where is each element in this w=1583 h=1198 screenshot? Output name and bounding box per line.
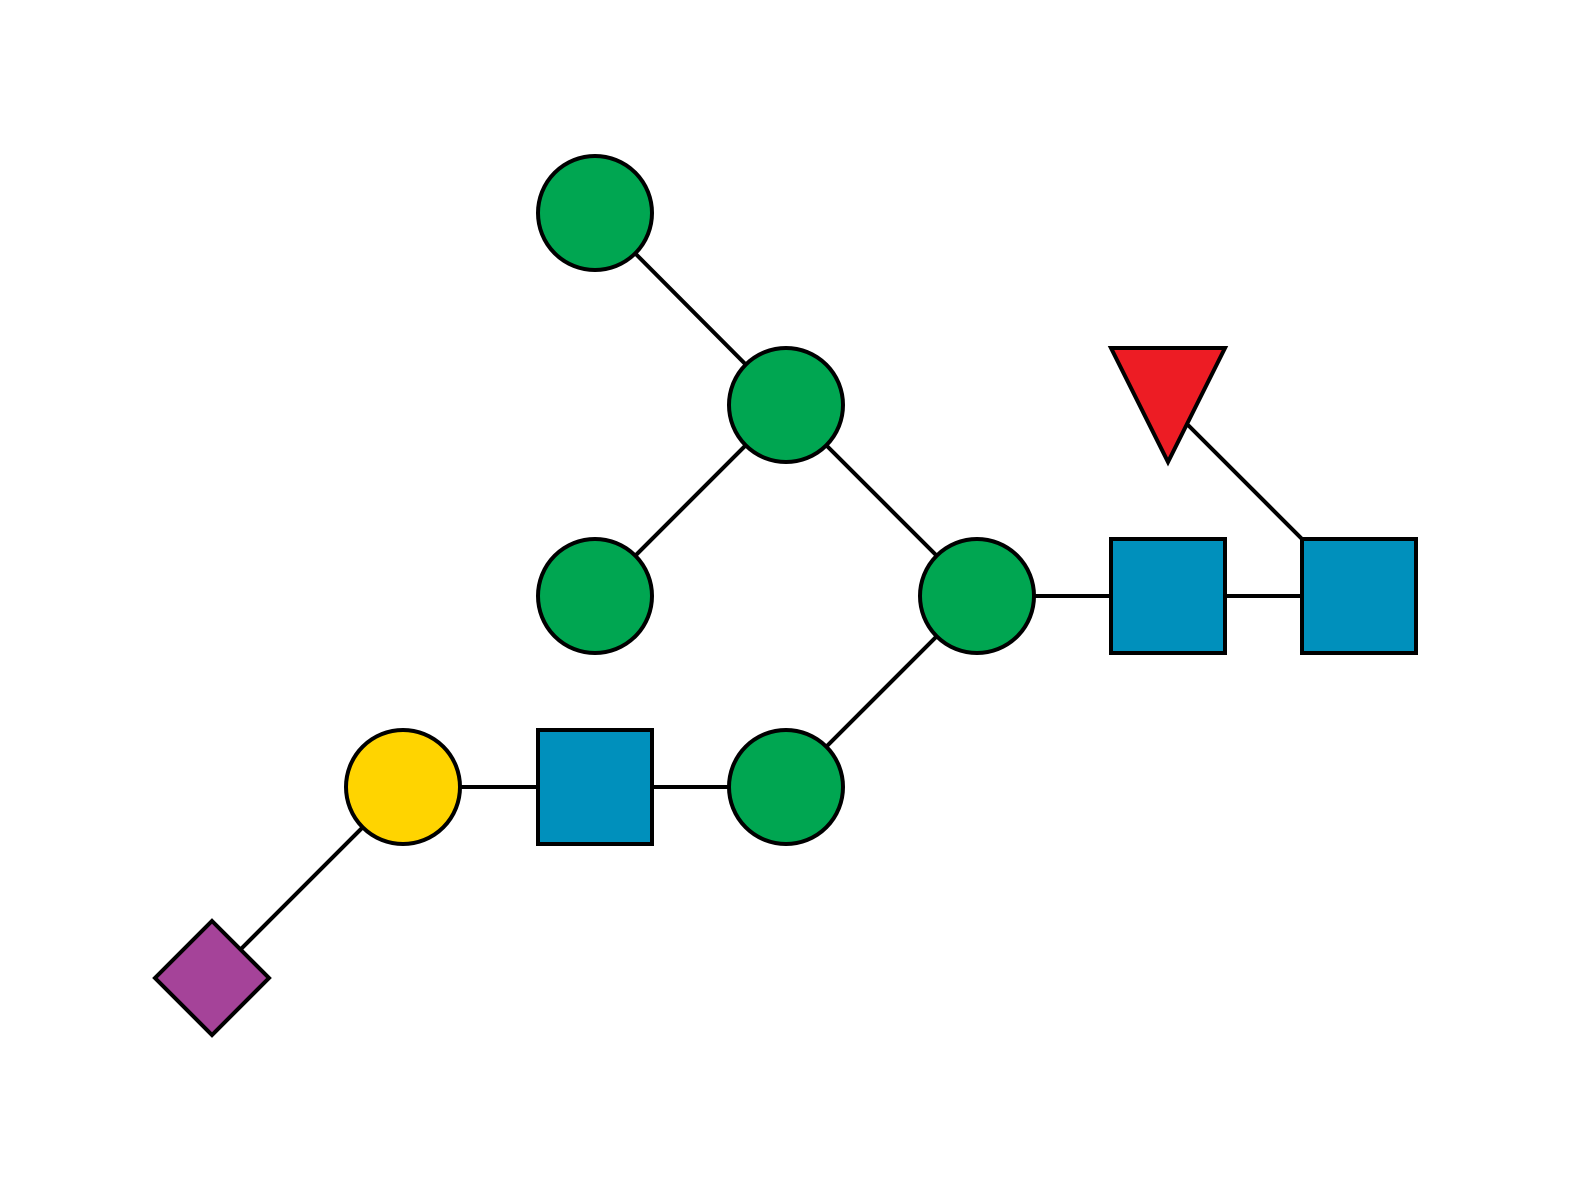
glcnac-reducing-square [1300, 537, 1418, 655]
glcnac-antenna-square [536, 728, 654, 846]
mannose-upper-left-top-circle [536, 154, 654, 272]
residue-layer [152, 154, 1418, 1038]
neu5ac-terminal-diamond [152, 918, 272, 1038]
fucose-core-triangle [1107, 346, 1229, 467]
mannose-core-circle [918, 537, 1036, 655]
mannose-upper-branch-circle [727, 346, 845, 464]
galactose-antenna-circle [344, 728, 462, 846]
glcnac-core-square [1109, 537, 1227, 655]
mannose-lower-branch-circle [727, 728, 845, 846]
mannose-upper-left-bottom-circle [536, 537, 654, 655]
